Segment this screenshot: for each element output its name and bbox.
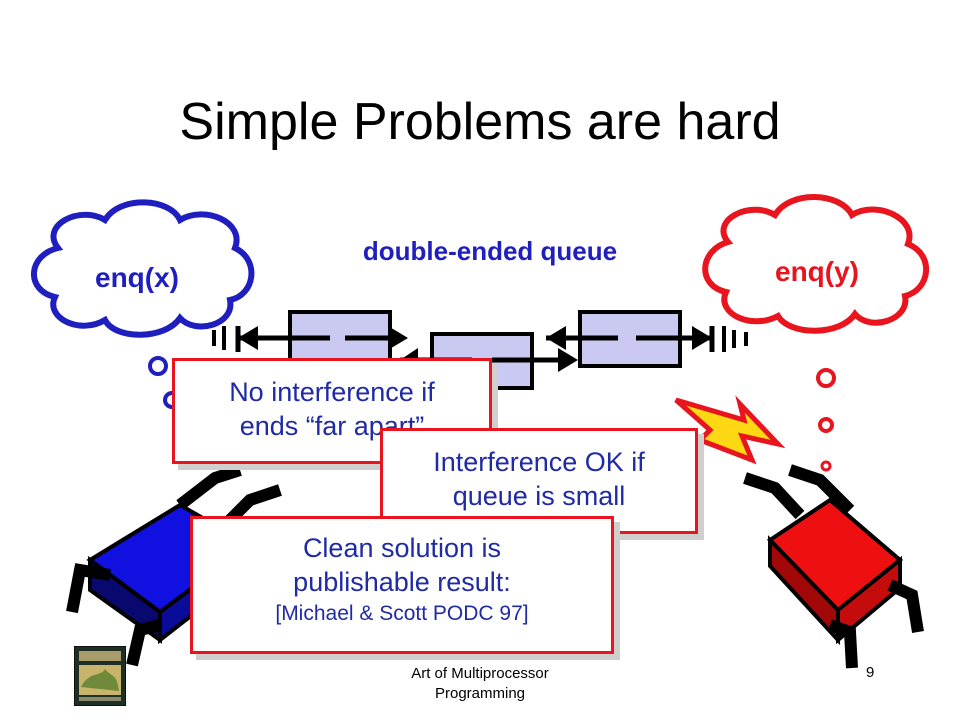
right-thought-cloud — [702, 194, 929, 472]
lightning-bolt-icon — [674, 395, 786, 465]
callout-citation: [Michael & Scott PODC 97] — [275, 602, 529, 625]
footer-text: Art of Multiprocessor Programming — [360, 664, 600, 704]
callout-line: Clean solution is — [302, 533, 502, 563]
book-cover-image — [74, 646, 126, 706]
footer-line: Programming — [434, 685, 526, 702]
callout-clean-solution: Clean solution is publishable result: [M… — [190, 516, 614, 654]
footer-line: Art of Multiprocessor — [411, 665, 549, 682]
thought-bubble-dot — [820, 460, 832, 472]
callout-line: No interference if — [229, 377, 435, 407]
slide-title: Simple Problems are hard — [179, 93, 781, 151]
right-robot — [743, 464, 924, 669]
motion-lines — [212, 326, 748, 352]
thought-bubble-dot — [818, 417, 834, 433]
callout-line: queue is small — [452, 481, 626, 511]
callout-line: publishable result: — [293, 567, 511, 597]
callout-line: Interference OK if — [433, 447, 645, 477]
page-number: 9 — [866, 664, 875, 681]
left-thought-text: enq(x) — [95, 262, 179, 293]
queue-label: double-ended queue — [362, 236, 618, 266]
thought-bubble-dot — [816, 368, 836, 388]
left-thought-cloud — [31, 199, 255, 409]
thought-bubble-dot — [148, 356, 168, 376]
right-thought-text: enq(y) — [775, 256, 859, 287]
